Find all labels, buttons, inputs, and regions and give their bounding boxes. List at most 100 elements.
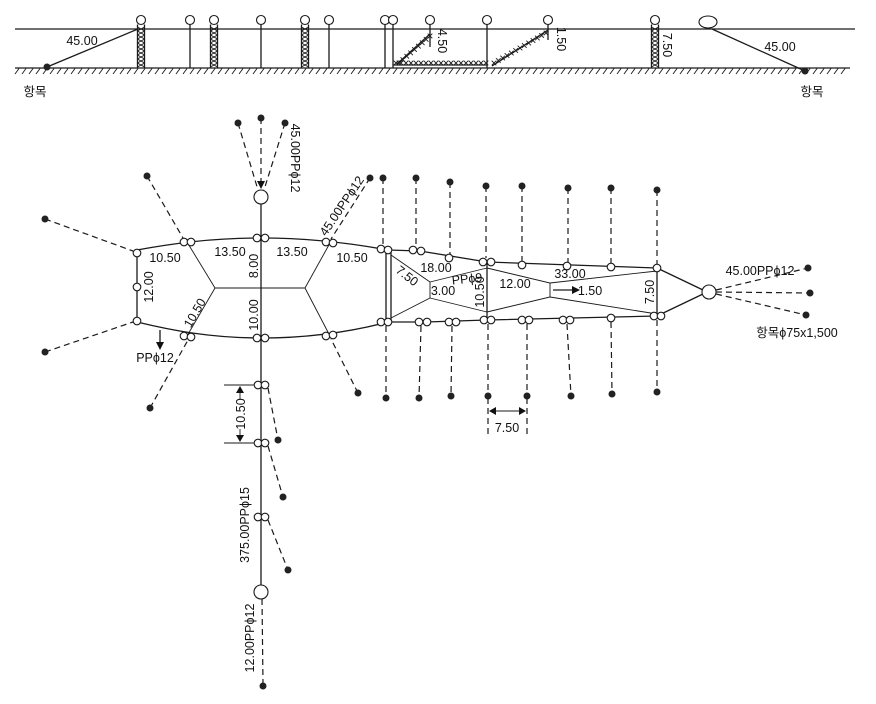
anchor-icon <box>518 182 526 190</box>
float-icon <box>321 331 331 341</box>
anchor-icon <box>802 311 810 319</box>
first-funnel-net <box>390 254 431 319</box>
float-icon <box>652 263 662 273</box>
seabed-hatch-mark <box>532 68 538 75</box>
seabed-hatch-mark <box>616 68 622 75</box>
anchor-icon <box>234 119 242 127</box>
side-rope-label: 45.00PPϕ12 <box>317 174 367 239</box>
arrow-right-icon <box>572 286 580 294</box>
seabed-hatch-mark <box>595 68 601 75</box>
seabed-hatch-mark <box>364 68 370 75</box>
funnel-side-line <box>549 270 658 284</box>
float-icon <box>260 333 270 343</box>
seabed-hatching <box>14 68 846 75</box>
bag-hatch-mark <box>458 60 464 66</box>
bag-top-rope <box>387 249 658 269</box>
seabed-hatch-mark <box>560 68 566 75</box>
anchor-icon <box>482 182 490 190</box>
seabed-hatch-mark <box>217 68 223 75</box>
seabed-hatch-mark <box>70 68 76 75</box>
net-panel-mesh <box>209 26 219 68</box>
bag-second-length-label: 12.00 <box>499 277 530 291</box>
anchor-icon <box>146 404 154 412</box>
anchor-rope-dashed <box>44 218 134 252</box>
anchor-icon <box>523 392 531 400</box>
float-icon <box>486 257 496 267</box>
seabed-hatch-mark <box>714 68 720 75</box>
end-buoy-icon <box>701 284 717 300</box>
net-panels <box>136 24 660 68</box>
anchor-rope-dashed <box>715 291 811 294</box>
float-icon <box>252 333 262 343</box>
bag-tail-line <box>656 293 704 317</box>
float-icon <box>444 253 454 263</box>
seabed-hatch-mark <box>406 68 412 75</box>
chamber-height-1-label: 4.50 <box>435 29 449 53</box>
chamber-height-2-label: 1.50 <box>554 27 568 51</box>
seabed-hatch-mark <box>175 68 181 75</box>
right-anchor-icon <box>801 67 809 75</box>
lead-net-label: 375.00PPϕ15 <box>238 487 252 563</box>
bag-hatch-mark <box>504 52 510 59</box>
anchor-rope-dashed <box>610 321 613 395</box>
inner-net-line <box>186 241 216 289</box>
seabed-hatch-mark <box>511 68 517 75</box>
seabed-hatch-mark <box>427 68 433 75</box>
seabed-hatch-mark <box>637 68 643 75</box>
seabed-hatch-mark <box>343 68 349 75</box>
seabed-hatch-mark <box>203 68 209 75</box>
anchor-icon <box>143 172 151 180</box>
anchor-icon <box>415 394 423 402</box>
seabed-hatch-mark <box>784 68 790 75</box>
seabed-hatch-mark <box>35 68 41 75</box>
seabed-hatch-mark <box>98 68 104 75</box>
anchor-rope-dashed <box>330 177 371 240</box>
anchor-rope-dashed <box>418 325 422 399</box>
inner-net-line <box>304 242 331 289</box>
seabed-hatch-mark <box>777 68 783 75</box>
seabed-hatch-mark <box>147 68 153 75</box>
float-icon <box>606 262 616 272</box>
arrow-left-icon <box>489 407 496 415</box>
seabed-hatch-mark <box>245 68 251 75</box>
playground-top-center-left-label: 13.50 <box>214 245 245 259</box>
float-icon <box>649 14 661 26</box>
bag-hatch-mark <box>413 60 419 66</box>
seabed-hatch-mark <box>756 68 762 75</box>
bag-tail-line <box>656 267 704 291</box>
seabed-hatch-mark <box>322 68 328 75</box>
playground-top-left-label: 10.50 <box>149 251 180 265</box>
anchor-icon <box>567 392 575 400</box>
bag-hatch-mark <box>483 60 489 66</box>
seabed-hatch-mark <box>749 68 755 75</box>
net-panel-mesh <box>136 26 146 68</box>
anchor-icon <box>284 566 292 574</box>
funnel-side-line <box>429 297 488 313</box>
playground-top-right-label: 10.50 <box>336 251 367 265</box>
float-icon <box>328 330 338 340</box>
anchor-icon <box>653 186 661 194</box>
bag-end-width-label: 7.50 <box>643 280 657 304</box>
seabed-hatch-mark <box>721 68 727 75</box>
left-rope-length-label: 45.00 <box>66 34 97 48</box>
seabed-hatch-mark <box>287 68 293 75</box>
seabed-hatch-mark <box>630 68 636 75</box>
bag-hatch-mark <box>423 60 429 66</box>
seabed-hatch-mark <box>819 68 825 75</box>
anchor-icon <box>379 174 387 182</box>
bag-hatch-mark <box>543 30 549 36</box>
bag-hatch-mark <box>500 55 506 61</box>
seabed-hatch-mark <box>329 68 335 75</box>
bag-hatch-mark <box>418 60 424 66</box>
seabed-hatch-mark <box>280 68 286 75</box>
bag-hatch-mark <box>521 42 527 49</box>
bag-hatch-mark <box>513 47 519 54</box>
second-funnel-net <box>486 267 551 313</box>
seabed-hatch-mark <box>301 68 307 75</box>
seabed-hatch-mark <box>294 68 300 75</box>
net-panel-mesh <box>300 26 310 68</box>
net-panel-mesh <box>300 26 310 68</box>
anchor-icon <box>484 392 492 400</box>
float-icon <box>383 317 393 327</box>
